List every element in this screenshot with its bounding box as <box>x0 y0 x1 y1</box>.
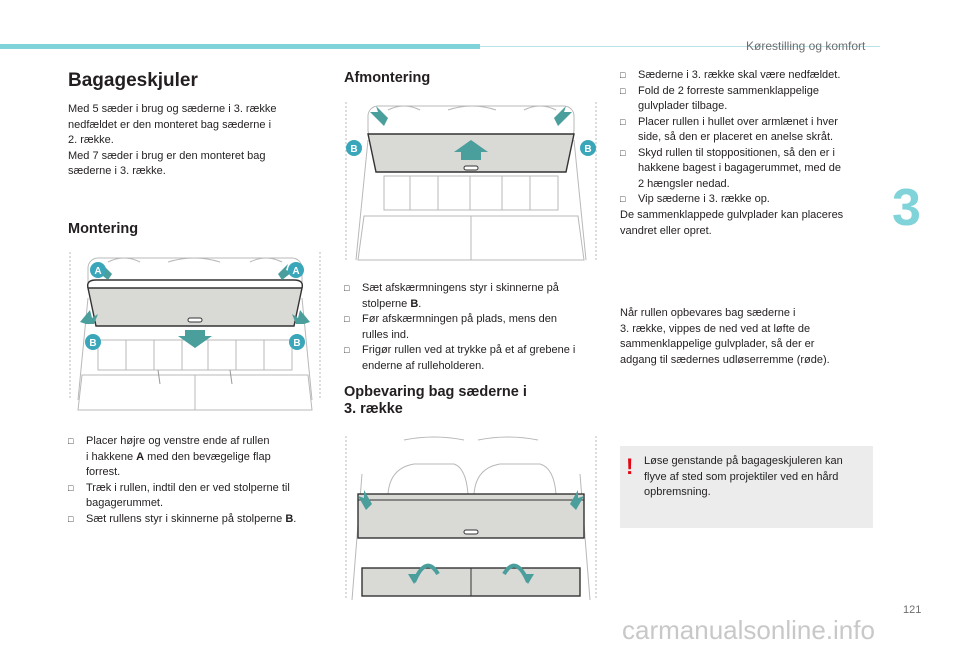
fig-label-b-left: B <box>350 144 357 155</box>
checkbox-icon: □ <box>620 116 626 127</box>
fig-label-b-right: B <box>584 144 591 155</box>
mounting-heading: Montering <box>68 221 139 237</box>
header-rule <box>480 46 880 47</box>
list-item: □ Før afskærmningen på plads, mens den r… <box>344 313 558 341</box>
removal-illustration: B B <box>345 102 597 261</box>
mounting-steps: □ Placer højre og venstre ende af rullen… <box>68 434 328 527</box>
mounting-illustration: A A B B <box>69 252 321 411</box>
fig-label-a-left: A <box>94 266 101 277</box>
list-item: □ Sæt afskærmningens styr i skinnerne på… <box>344 282 559 310</box>
intro-text: Med 5 sæder i brug og sæderne i 3. række… <box>68 103 277 177</box>
checkbox-icon: □ <box>620 70 626 80</box>
checkbox-icon: □ <box>68 436 74 446</box>
checkbox-icon: □ <box>68 482 74 493</box>
list-item: □ Placer højre og venstre ende af rullen… <box>68 435 271 478</box>
header-accent-bar <box>0 44 480 49</box>
list-item: □ Vip sæderne i 3. række op. <box>620 192 882 208</box>
page-title: Bagageskjuler <box>68 70 198 91</box>
fig-label-b-left: B <box>89 338 96 349</box>
floor-panel-note: De sammenklappede gulvplader kan placere… <box>620 209 844 237</box>
storage-illustration <box>345 436 597 601</box>
removal-steps: □ Sæt afskærmningens styr i skinnerne på… <box>344 281 606 374</box>
page-number: 121 <box>903 604 922 616</box>
removal-heading: Afmontering <box>344 70 431 86</box>
checkbox-icon: □ <box>620 147 626 158</box>
list-item: □ Placer rullen i hullet over armlænet i… <box>620 115 838 144</box>
chapter-number: 3 <box>892 179 921 237</box>
warning-box: ! Løse genstande på bagageskjuleren kan … <box>620 446 873 528</box>
list-item: □ Fold de 2 forreste sammenklappelige gu… <box>620 84 819 113</box>
section-title: Kørestilling og komfort <box>746 39 866 53</box>
fig-label-a-right: A <box>292 266 299 277</box>
list-item: □ Sæderne i 3. række skal være nedfældet… <box>620 68 882 84</box>
watermark: carmanualsonline.info <box>622 615 875 645</box>
list-item: □ Sæt rullens styr i skinnerne på stolpe… <box>68 512 328 528</box>
checkbox-icon: □ <box>344 314 350 324</box>
warning-text: Løse genstande på bagageskjuleren kan fl… <box>644 455 843 498</box>
warning-icon: ! <box>626 454 634 479</box>
checkbox-icon: □ <box>344 283 350 293</box>
storage-note: Når rullen opbevares bag sæderne i 3. ræ… <box>620 307 830 366</box>
list-item: □ Skyd rullen til stoppositionen, så den… <box>620 146 842 190</box>
checkbox-icon: □ <box>620 194 626 204</box>
storage-steps: □ Sæderne i 3. række skal være nedfældet… <box>620 68 882 208</box>
list-item: □ Træk i rullen, indtil den er ved stolp… <box>68 481 290 510</box>
fig-label-b-right: B <box>293 338 300 349</box>
checkbox-icon: □ <box>68 513 74 524</box>
checkbox-icon: □ <box>620 85 626 96</box>
list-item: □ Frigør rullen ved at trykke på et af g… <box>344 344 576 372</box>
checkbox-icon: □ <box>344 345 350 355</box>
